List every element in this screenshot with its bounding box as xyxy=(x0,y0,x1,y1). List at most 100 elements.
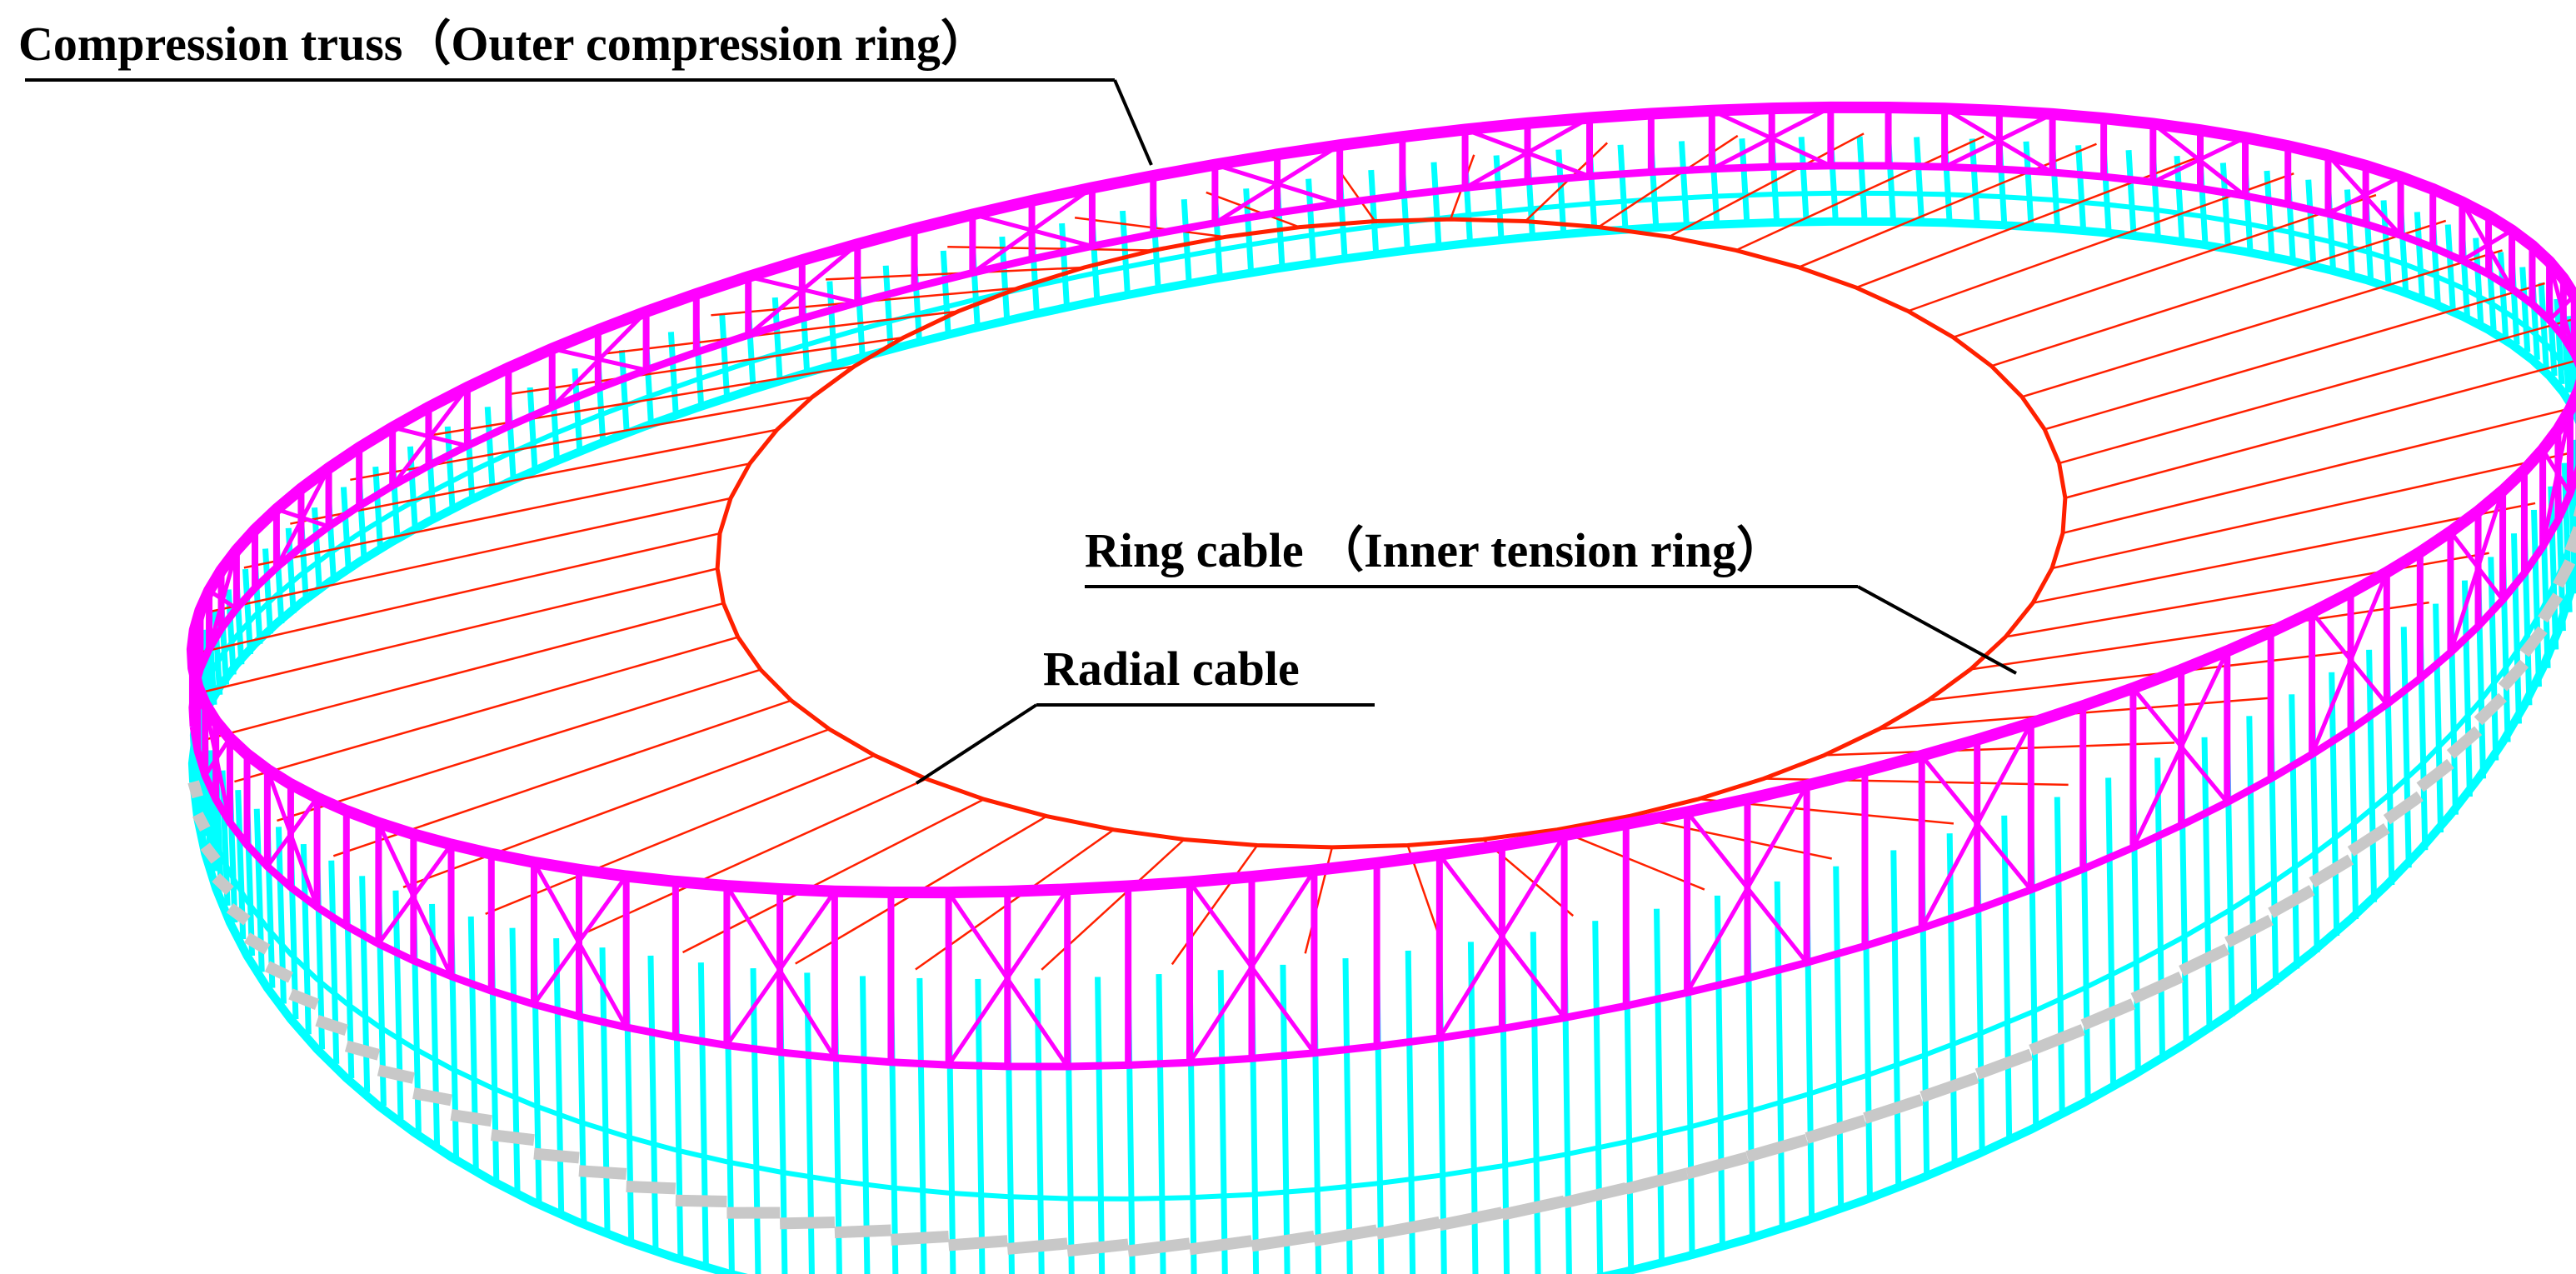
substructure-column xyxy=(1119,210,1131,297)
radial-cable xyxy=(1171,844,1259,966)
radial-cable-leader xyxy=(915,703,1038,785)
radial-cable xyxy=(206,602,724,741)
seating-segment xyxy=(2498,659,2529,692)
seating-segment xyxy=(377,1064,415,1084)
seating-tiers xyxy=(187,504,2576,1257)
substructure-column xyxy=(1368,169,1380,256)
radial-cable xyxy=(277,668,761,822)
substructure-column xyxy=(2125,149,2137,236)
substructure-column xyxy=(1034,978,1045,1274)
seating-segment xyxy=(490,1129,535,1147)
substructure-column xyxy=(1617,144,1629,231)
radial-cable xyxy=(195,532,721,655)
radial-cable xyxy=(290,428,777,525)
radial-cable xyxy=(1556,828,1705,891)
substructure-column xyxy=(1280,964,1290,1274)
seating-segment xyxy=(212,873,234,896)
seating-segment xyxy=(344,1040,381,1061)
substructure-column xyxy=(1678,141,1690,227)
substructure-column xyxy=(750,967,761,1274)
substructure-column xyxy=(372,466,384,552)
substructure-column xyxy=(2246,716,2258,1001)
radial-cable xyxy=(243,462,751,569)
seating-segment xyxy=(891,1230,950,1246)
radial-cable xyxy=(234,636,739,783)
label-radial-cable: Radial cable xyxy=(915,642,1375,785)
substructure-column xyxy=(647,955,659,1250)
substructure-column xyxy=(340,487,352,572)
substructure-column xyxy=(2054,797,2065,1117)
substructure-column xyxy=(1592,921,1604,1274)
substructure-column xyxy=(2414,212,2425,297)
radial-cable xyxy=(212,497,731,612)
compression-truss-label: Compression truss（Outer compression ring… xyxy=(18,17,989,71)
seating-segment xyxy=(2519,626,2548,657)
seating-segment xyxy=(2383,791,2424,825)
substructure-column xyxy=(1856,136,1868,222)
seating-segment xyxy=(1685,1152,1750,1180)
radial-cable xyxy=(1928,650,2357,702)
substructure-column xyxy=(599,947,611,1232)
substructure-base-ring xyxy=(187,217,2576,1274)
radial-cable-label: Radial cable xyxy=(1043,642,1300,696)
seating-segment xyxy=(187,780,203,799)
substructure-column xyxy=(1430,162,1442,247)
seating-segment xyxy=(675,1194,727,1207)
seating-segment xyxy=(2224,914,2274,948)
radial-cable xyxy=(2062,406,2576,535)
substructure-column xyxy=(1405,950,1416,1274)
radial-cable xyxy=(2021,249,2503,398)
radial-cable xyxy=(2064,359,2576,499)
substructure-column xyxy=(2075,145,2087,231)
radial-cable xyxy=(192,567,718,696)
substructure-column xyxy=(2201,737,2213,1032)
seating-segment xyxy=(1375,1216,1441,1240)
substructure-column xyxy=(2400,627,2412,868)
substructure-column xyxy=(2519,267,2531,352)
substructure-column xyxy=(2548,486,2559,650)
seating-segment xyxy=(315,1015,348,1037)
substructure-column xyxy=(467,916,479,1169)
seating-segment xyxy=(780,1217,836,1230)
substructure-column xyxy=(2433,603,2444,833)
seating-segment xyxy=(2446,726,2483,759)
seating-segment xyxy=(948,1235,1008,1252)
substructure-column xyxy=(509,927,521,1192)
substructure-column xyxy=(2510,533,2522,724)
radial-cable xyxy=(1953,193,2377,339)
substructure-column xyxy=(975,978,986,1274)
substructure-column xyxy=(2329,672,2340,937)
substructure-column xyxy=(1095,977,1106,1274)
seating-segment xyxy=(626,1180,676,1195)
substructure-column xyxy=(940,250,951,337)
radial-cable xyxy=(681,798,985,954)
substructure-column xyxy=(242,568,253,655)
substructure-column xyxy=(882,265,894,352)
seating-segment xyxy=(412,1087,452,1107)
seating-segment xyxy=(2130,971,2184,1004)
substructure-column xyxy=(1342,958,1353,1274)
seating-segment xyxy=(2268,885,2315,918)
label-compression-truss: Compression truss（Outer compression ring… xyxy=(18,17,1153,166)
seating-segment xyxy=(1127,1237,1191,1257)
substructure-column xyxy=(484,407,496,492)
substructure-column xyxy=(2001,815,2013,1142)
seating-segment xyxy=(578,1165,627,1180)
substructure-column xyxy=(2289,694,2300,969)
substructure-column xyxy=(697,962,709,1267)
seating-segment xyxy=(288,988,320,1010)
substructure-column xyxy=(2531,509,2543,687)
radial-cable xyxy=(1524,142,1609,222)
radial-cable xyxy=(402,727,830,889)
seating-segment xyxy=(1251,1230,1315,1252)
substructure-column xyxy=(1946,833,1958,1167)
seating-segment xyxy=(1920,1072,1979,1103)
substructure-column xyxy=(1654,908,1665,1265)
seating-segment xyxy=(1563,1182,1628,1209)
substructure-column xyxy=(1467,942,1479,1274)
substructure-column xyxy=(2566,316,2576,402)
substructure-column xyxy=(1181,198,1192,285)
substructure-column xyxy=(2461,580,2473,797)
seating-segment xyxy=(1066,1238,1129,1257)
